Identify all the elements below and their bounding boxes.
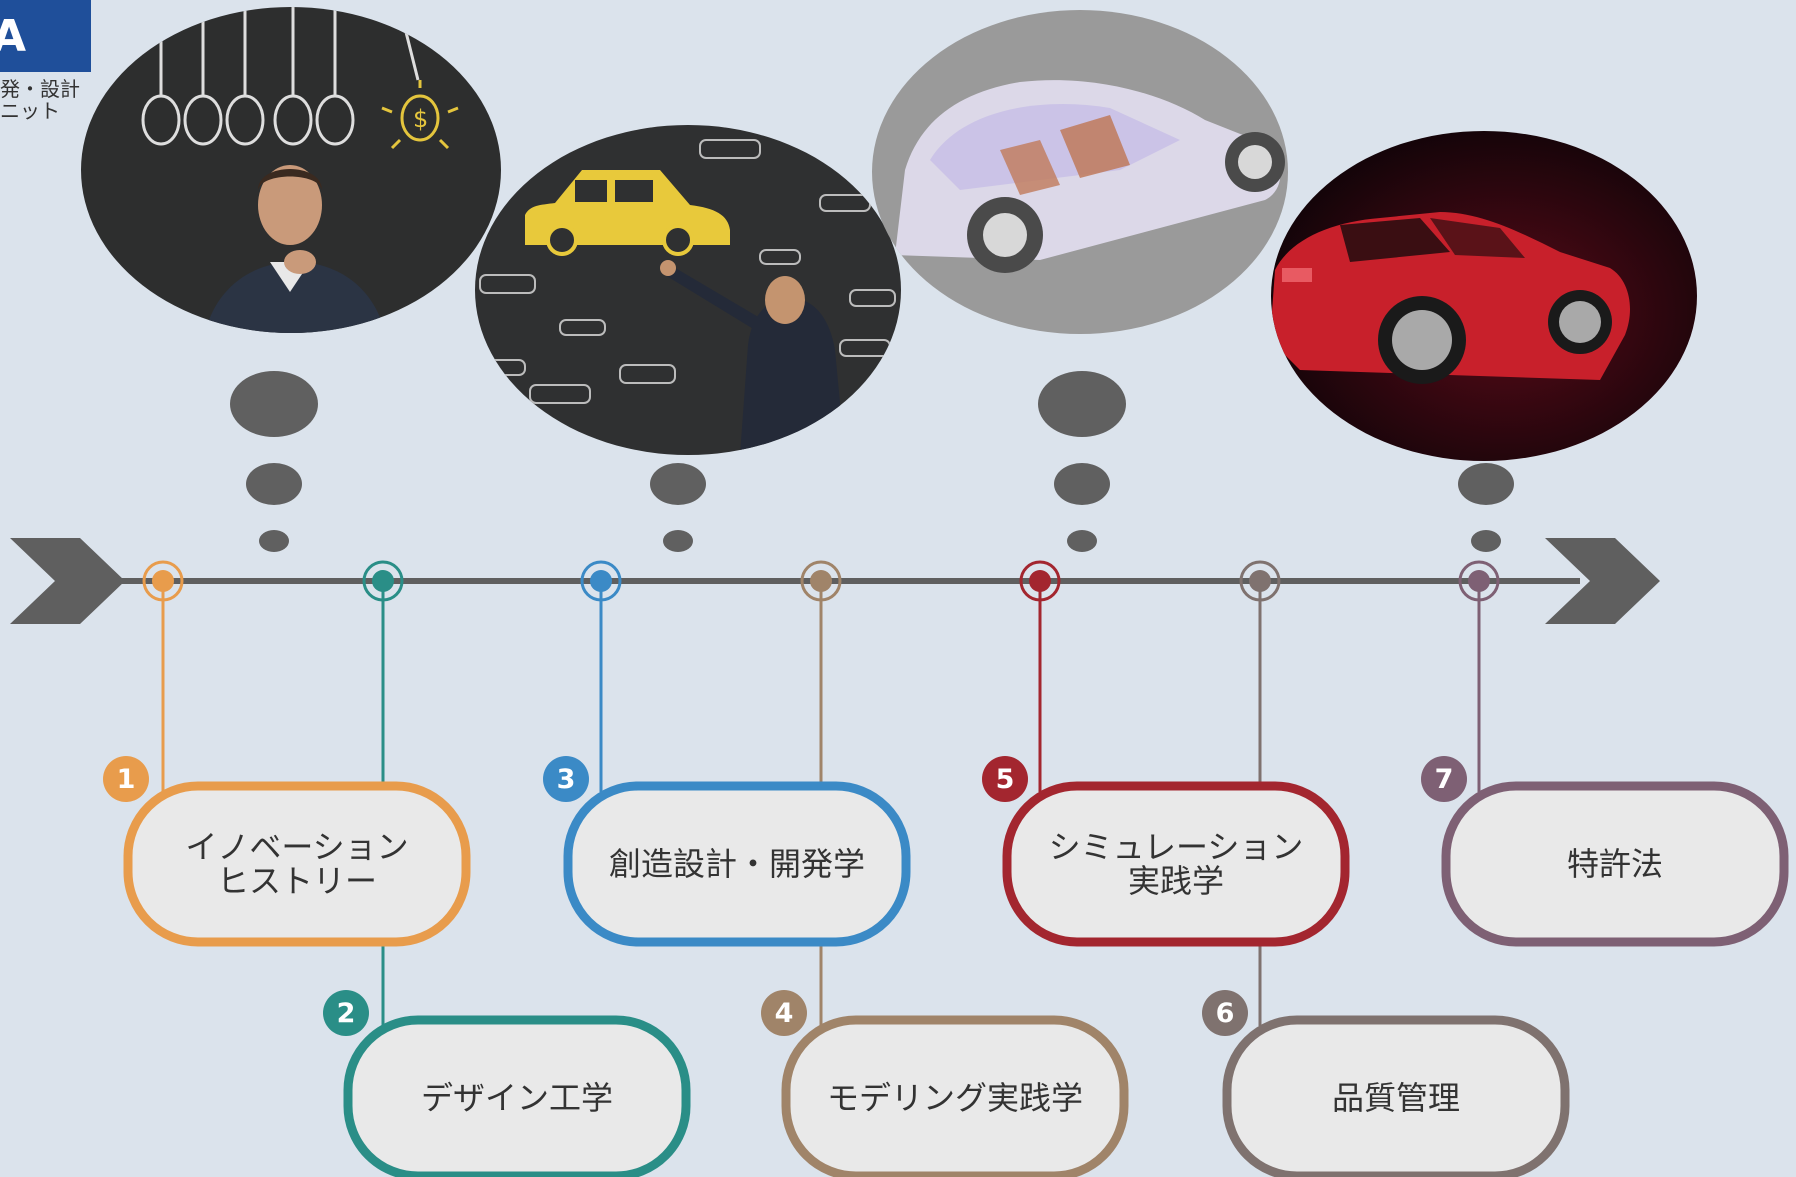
node-box — [1441, 781, 1789, 947]
timeline-marker-ring — [800, 560, 842, 602]
node-number-badge: 1 — [103, 756, 149, 802]
node-box — [781, 1015, 1129, 1177]
thought-bubble — [1067, 530, 1097, 552]
timeline-marker-dot — [590, 570, 612, 592]
car-sketch-chalkboard-image — [475, 125, 901, 455]
node-connectors — [142, 560, 1500, 1026]
thought-bubble — [259, 530, 289, 552]
node-label: イノベーション ヒストリー — [185, 828, 409, 900]
node-label: 特許法 — [1566, 845, 1663, 883]
node-box — [123, 781, 471, 947]
timeline-marker-dot — [372, 570, 394, 592]
node-label: デザイン工学 — [420, 1079, 613, 1117]
node-label: シミュレーション 実践学 — [1048, 828, 1304, 900]
unit-text: 発・設計 ニット — [0, 77, 80, 123]
timeline-marker-dot — [810, 570, 832, 592]
node-number-badge: 2 — [323, 990, 369, 1036]
node-boxes — [123, 781, 1789, 1177]
header-tab: A — [0, 0, 91, 72]
timeline-marker-ring — [362, 560, 404, 602]
timeline-end-arrow — [1545, 538, 1660, 624]
node-label: モデリング実践学 — [826, 1079, 1083, 1117]
node-box — [1002, 781, 1350, 947]
thought-bubble — [1038, 371, 1126, 437]
timeline-marker-dot — [152, 570, 174, 592]
car-wireframe-model-image — [872, 10, 1288, 334]
timeline-marker-ring — [1458, 560, 1500, 602]
red-sports-car-image — [1271, 131, 1697, 461]
thought-bubble — [663, 530, 693, 552]
thought-bubble — [230, 371, 318, 437]
node-number-badge: 3 — [543, 756, 589, 802]
node-box — [1222, 1015, 1570, 1177]
timeline-marker-dot — [1249, 570, 1271, 592]
idea-thinking-businessman-image: $ — [81, 7, 501, 333]
timeline-marker-ring — [142, 560, 184, 602]
timeline-marker-ring — [1019, 560, 1061, 602]
timeline-marker-ring — [580, 560, 622, 602]
node-box — [343, 1015, 691, 1177]
thought-bubbles — [230, 371, 1514, 552]
node-number-badge: 5 — [982, 756, 1028, 802]
timeline-marker-dot — [1468, 570, 1490, 592]
thought-bubble — [1458, 463, 1514, 505]
node-number-badge: 6 — [1202, 990, 1248, 1036]
thought-bubble — [1054, 463, 1110, 505]
timeline-axis — [10, 538, 1660, 624]
thought-bubble — [1471, 530, 1501, 552]
node-box — [563, 781, 911, 947]
timeline-start-arrow — [10, 538, 125, 624]
thought-bubble — [246, 463, 302, 505]
node-label: 品質管理 — [1331, 1079, 1460, 1117]
timeline-marker-ring — [1239, 560, 1281, 602]
thought-bubble — [650, 463, 706, 505]
timeline-marker-dot — [1029, 570, 1051, 592]
node-label: 創造設計・開発学 — [608, 845, 865, 883]
node-number-badge: 4 — [761, 990, 807, 1036]
svg-text:$: $ — [413, 105, 428, 133]
node-number-badge: 7 — [1421, 756, 1467, 802]
